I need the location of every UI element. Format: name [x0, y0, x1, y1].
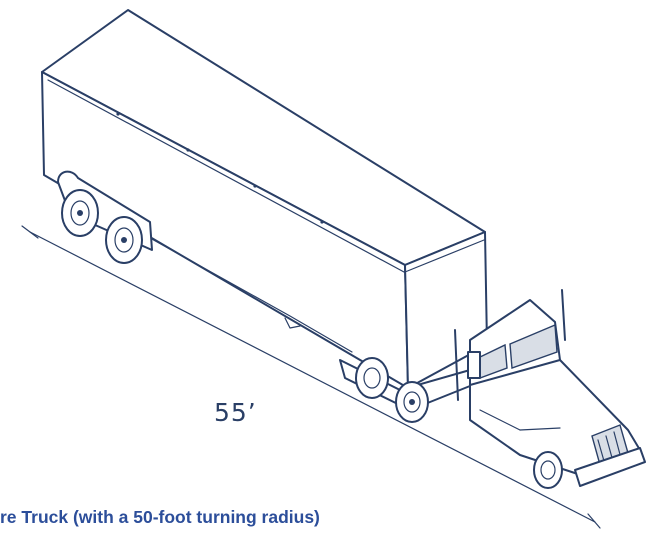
dimension-line	[21, 225, 601, 529]
trailer-wheels	[57, 170, 153, 264]
figure-caption: re Truck (with a 50-foot turning radius)	[0, 507, 320, 527]
trailer	[41, 9, 488, 389]
length-dimension-label: 55’	[214, 398, 257, 427]
tractor-cab	[339, 289, 646, 489]
